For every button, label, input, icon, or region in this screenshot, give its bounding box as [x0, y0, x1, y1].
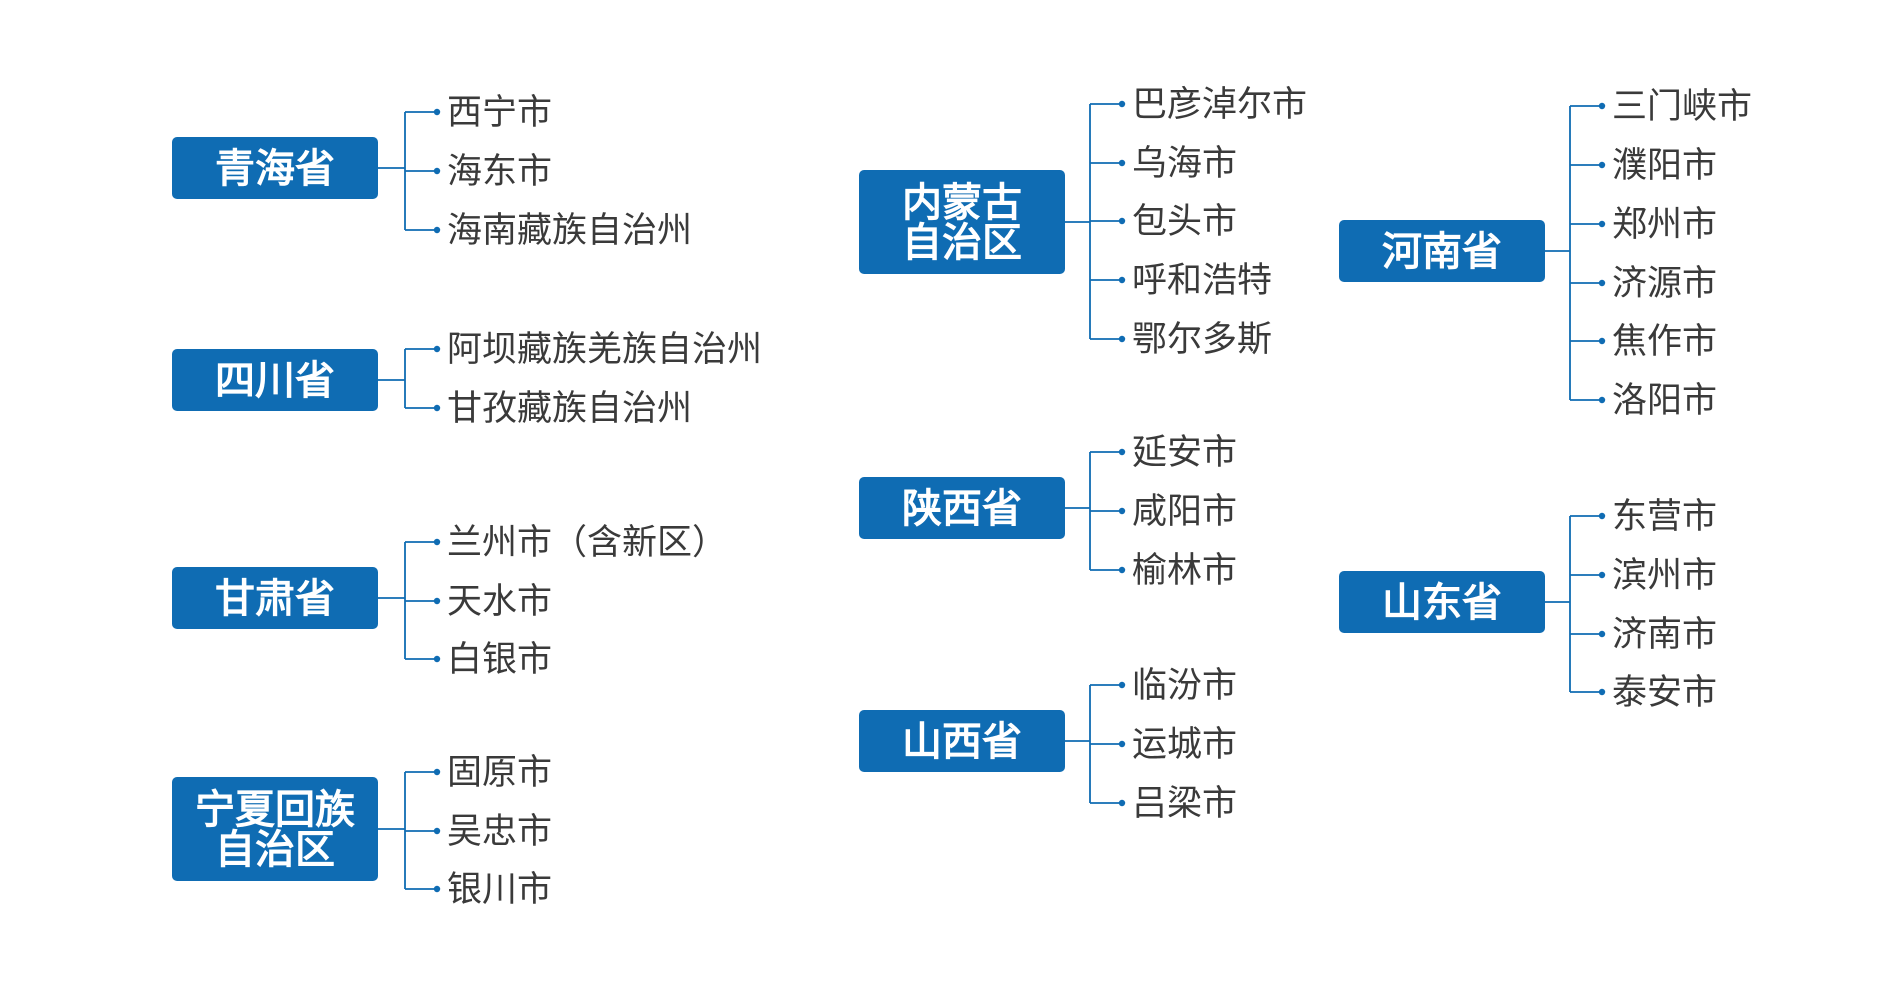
- city-bullet-dot: [1118, 276, 1126, 284]
- city-label: 海东市: [447, 152, 552, 192]
- city-bullet-dot: [433, 404, 441, 412]
- city-bullet-dot: [1118, 681, 1126, 689]
- city-bullet-dot: [1598, 161, 1606, 169]
- city-label: 包头市: [1132, 202, 1237, 242]
- province-label: 山东省: [1382, 580, 1502, 626]
- city-label: 榆林市: [1132, 551, 1237, 591]
- province-label: 自治区: [215, 827, 335, 873]
- city-label: 呼和浩特: [1132, 261, 1272, 301]
- city-label: 兰州市（含新区）: [447, 523, 727, 563]
- city-label: 海南藏族自治州: [447, 211, 692, 251]
- city-bullet-dot: [433, 827, 441, 835]
- city-bullet-dot: [1118, 740, 1126, 748]
- city-bullet-dot: [1598, 102, 1606, 110]
- province-box: [859, 170, 1065, 274]
- city-bullet-dot: [1598, 688, 1606, 696]
- city-label: 焦作市: [1612, 322, 1717, 362]
- city-label: 甘孜藏族自治州: [447, 389, 692, 429]
- city-bullet-dot: [433, 655, 441, 663]
- city-bullet-dot: [1598, 512, 1606, 520]
- city-label: 乌海市: [1132, 144, 1237, 184]
- city-bullet-dot: [433, 597, 441, 605]
- city-bullet-dot: [1118, 799, 1126, 807]
- city-bullet-dot: [433, 538, 441, 546]
- province-box: [172, 349, 378, 411]
- city-bullet-dot: [1598, 571, 1606, 579]
- city-label: 洛阳市: [1612, 381, 1717, 421]
- city-label: 临汾市: [1132, 666, 1237, 706]
- city-bullet-dot: [1118, 100, 1126, 108]
- city-bullet-dot: [1118, 448, 1126, 456]
- province-box: [1339, 571, 1545, 633]
- city-bullet-dot: [1598, 279, 1606, 287]
- province-box: [859, 477, 1065, 539]
- city-label: 郑州市: [1612, 205, 1717, 245]
- city-bullet-dot: [433, 226, 441, 234]
- city-label: 运城市: [1132, 725, 1237, 765]
- city-label: 银川市: [447, 870, 552, 910]
- city-bullet-dot: [433, 345, 441, 353]
- city-label: 延安市: [1132, 433, 1237, 473]
- province-label: 甘肃省: [215, 576, 335, 622]
- province-box: [859, 710, 1065, 772]
- city-label: 吕梁市: [1132, 784, 1237, 824]
- city-label: 西宁市: [447, 93, 552, 133]
- city-bullet-dot: [433, 167, 441, 175]
- province-label: 内蒙古: [902, 180, 1022, 226]
- city-bullet-dot: [1598, 337, 1606, 345]
- city-label: 咸阳市: [1132, 492, 1237, 532]
- city-label: 濮阳市: [1612, 146, 1717, 186]
- city-bullet-dot: [433, 108, 441, 116]
- city-label: 滨州市: [1612, 556, 1717, 596]
- city-label: 三门峡市: [1612, 87, 1752, 127]
- province-box: [1339, 220, 1545, 282]
- city-bullet-dot: [1598, 220, 1606, 228]
- province-label: 青海省: [215, 146, 335, 192]
- city-bullet-dot: [1118, 335, 1126, 343]
- city-bullet-dot: [1118, 217, 1126, 225]
- city-label: 泰安市: [1612, 673, 1717, 713]
- province-box: [172, 777, 378, 881]
- city-label: 固原市: [447, 753, 552, 793]
- province-label: 宁夏回族: [195, 787, 355, 833]
- province-label: 四川省: [215, 358, 335, 404]
- province-label: 河南省: [1382, 229, 1502, 275]
- city-bullet-dot: [1118, 507, 1126, 515]
- city-label: 济源市: [1612, 264, 1717, 304]
- province-label: 山西省: [902, 719, 1022, 765]
- province-box: [172, 567, 378, 629]
- city-label: 阿坝藏族羌族自治州: [447, 330, 762, 370]
- city-label: 东营市: [1612, 497, 1717, 537]
- province-label: 陕西省: [902, 486, 1022, 532]
- city-label: 济南市: [1612, 615, 1717, 655]
- province-label: 自治区: [902, 220, 1022, 266]
- city-bullet-dot: [1118, 159, 1126, 167]
- city-label: 白银市: [447, 640, 552, 680]
- city-bullet-dot: [433, 768, 441, 776]
- city-bullet-dot: [433, 885, 441, 893]
- city-label: 鄂尔多斯: [1132, 320, 1272, 360]
- province-box: [172, 137, 378, 199]
- city-label: 吴忠市: [447, 812, 552, 852]
- city-label: 天水市: [447, 582, 552, 622]
- city-bullet-dot: [1598, 396, 1606, 404]
- city-bullet-dot: [1118, 566, 1126, 574]
- city-label: 巴彦淖尔市: [1132, 85, 1307, 125]
- city-bullet-dot: [1598, 630, 1606, 638]
